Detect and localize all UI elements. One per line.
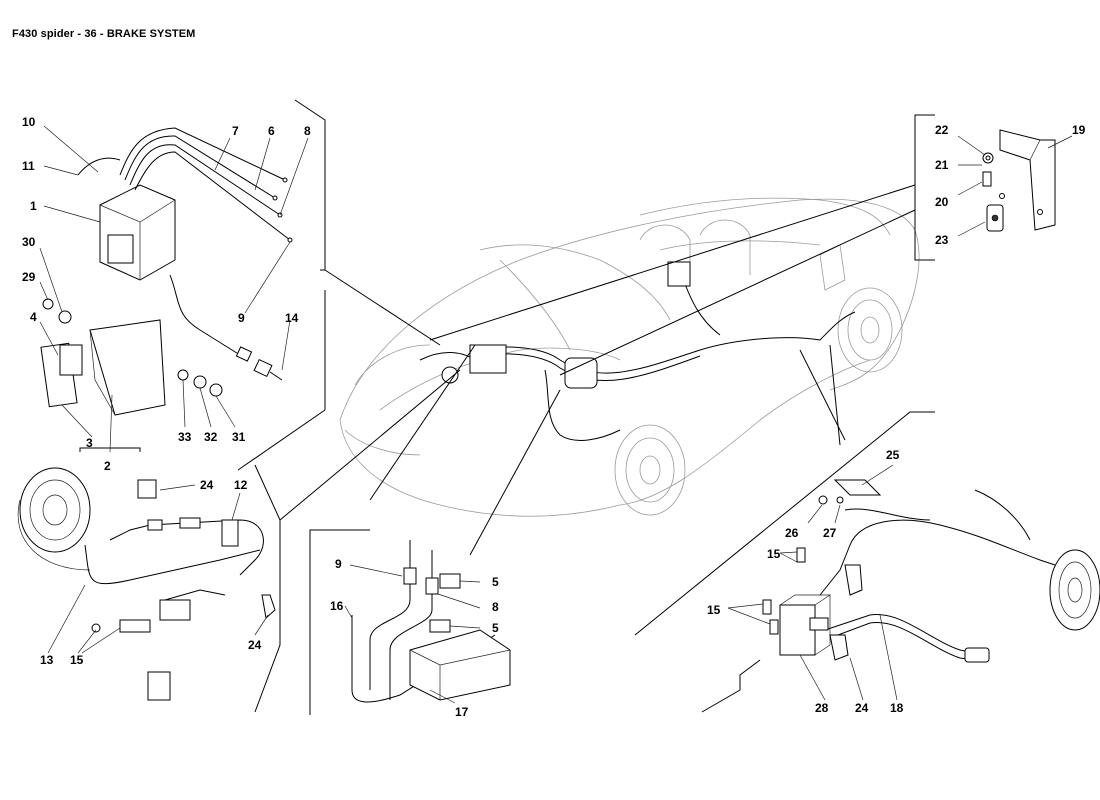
- callout-12: 12: [234, 478, 248, 492]
- leader-lines-top-left: [39, 125, 309, 453]
- leader-lines-bottom-left: [47, 484, 269, 654]
- callout-22: 22: [935, 123, 949, 137]
- callout-23: 23: [935, 233, 949, 247]
- callout-14: 14: [285, 311, 299, 325]
- callout-5: 5: [492, 575, 499, 589]
- callout-32: 32: [204, 430, 218, 444]
- leader-lines-bottom-right: [727, 464, 898, 701]
- callout-26: 26: [785, 526, 799, 540]
- callout-8: 8: [492, 600, 499, 614]
- page-title: F430 spider - 36 - BRAKE SYSTEM: [12, 28, 196, 40]
- callout-29: 29: [22, 270, 36, 284]
- callout-3: 3: [86, 436, 93, 450]
- callout-20: 20: [935, 195, 949, 209]
- leader-lines-bottom-center: [344, 564, 481, 704]
- callout-31: 31: [232, 430, 246, 444]
- callout-9: 9: [238, 311, 245, 325]
- callout-24: 24: [248, 638, 262, 652]
- callout-11: 11: [22, 159, 35, 173]
- callout-33: 33: [178, 430, 192, 444]
- callout-5: 5: [492, 621, 499, 635]
- callout-25: 25: [886, 448, 900, 462]
- callout-15: 15: [707, 603, 721, 617]
- callout-27: 27: [823, 526, 837, 540]
- callout-24: 24: [200, 478, 214, 492]
- callout-16: 16: [330, 599, 344, 613]
- callout-numbers: 10 11 1 7 6 8 30 29 4 9 14 33 32 31 3 2 …: [22, 115, 1086, 719]
- callout-4: 4: [30, 310, 37, 324]
- callout-17: 17: [455, 705, 469, 719]
- rear-brake-group: [634, 344, 1100, 713]
- bracket-group: [429, 114, 1056, 376]
- callout-30: 30: [22, 235, 36, 249]
- pipe-fitting-group: [309, 344, 561, 715]
- callout-21: 21: [935, 158, 949, 172]
- front-brake-group: [17, 369, 461, 713]
- callout-28: 28: [815, 701, 829, 715]
- callout-19: 19: [1072, 123, 1086, 137]
- abs-unit-group: [40, 99, 441, 471]
- callout-24: 24: [855, 701, 869, 715]
- callout-7: 7: [232, 124, 239, 138]
- callout-13: 13: [40, 653, 54, 667]
- callout-9: 9: [335, 557, 342, 571]
- callout-8: 8: [304, 124, 311, 138]
- callout-1: 1: [30, 199, 37, 213]
- callout-15: 15: [767, 547, 781, 561]
- callout-18: 18: [890, 701, 904, 715]
- callout-6: 6: [268, 124, 275, 138]
- leader-lines-top-right: [957, 135, 1073, 237]
- callout-2: 2: [104, 459, 111, 473]
- car-illustration: [339, 197, 920, 517]
- callout-15: 15: [70, 653, 84, 667]
- callout-10: 10: [22, 115, 36, 129]
